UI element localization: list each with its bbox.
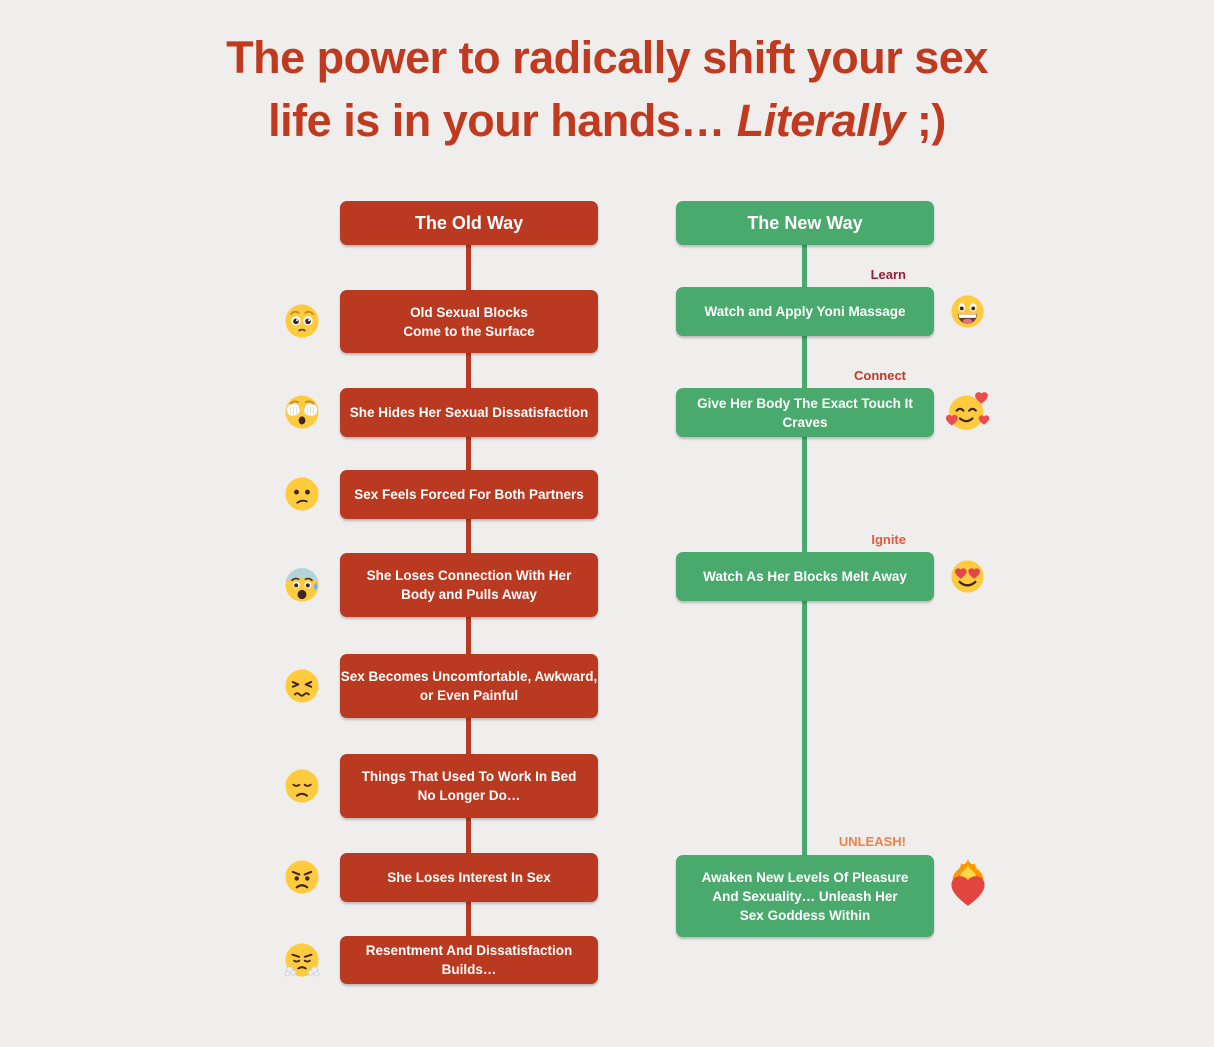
angry-face-emoji	[283, 858, 321, 896]
old-step-box-3: Sex Feels Forced For Both Partners	[340, 470, 598, 519]
steam-nose-face-emoji	[283, 941, 321, 979]
new-step-tag-learn: Learn	[870, 267, 906, 282]
old-step-box-4: She Loses Connection With Her Body and P…	[340, 553, 598, 617]
old-step-3-line1: Sex Feels Forced For Both Partners	[354, 487, 584, 502]
new-step-1-line1: Watch and Apply Yoni Massage	[704, 304, 906, 319]
page-title-italic-word: Literally	[736, 95, 906, 146]
old-step-box-6: Things That Used To Work In Bed No Longe…	[340, 754, 598, 818]
new-step-box-4: Awaken New Levels Of Pleasure And Sexual…	[676, 855, 934, 937]
new-step-tag-ignite: Ignite	[871, 532, 906, 547]
heart-on-fire-emoji	[945, 858, 991, 909]
old-step-5-line2: or Even Painful	[419, 688, 519, 703]
hands-over-eyes-face-emoji	[283, 393, 321, 431]
old-step-box-8: Resentment And Dissatisfaction Builds…	[340, 936, 598, 984]
new-step-4-line1: Awaken New Levels Of Pleasure	[701, 869, 909, 885]
old-step-1-line2: Come to the Surface	[403, 323, 535, 339]
page-title: The power to radically shift your sex li…	[0, 26, 1214, 152]
old-step-6-line2: No Longer Do…	[417, 788, 521, 803]
old-step-7-line1: She Loses Interest In Sex	[387, 870, 551, 885]
pleading-face-emoji	[283, 302, 321, 340]
old-step-box-1: Old Sexual Blocks Come to the Surface	[340, 290, 598, 353]
new-step-2-line1: Give Her Body The Exact Touch It Craves	[697, 395, 913, 430]
page-title-line1: The power to radically shift your sex	[226, 32, 988, 83]
old-step-box-2: She Hides Her Sexual Dissatisfaction	[340, 388, 598, 437]
old-step-box-7: She Loses Interest In Sex	[340, 853, 598, 902]
old-way-header: The Old Way	[340, 201, 598, 245]
new-step-box-1: Watch and Apply Yoni Massage	[676, 287, 934, 336]
old-step-4-line2: Body and Pulls Away	[401, 587, 537, 602]
new-step-4-line3: Sex Goddess Within	[739, 907, 871, 923]
confounded-face-emoji	[283, 667, 321, 705]
new-step-tag-unleash: UNLEASH!	[838, 834, 906, 849]
old-step-5-line1: Sex Becomes Uncomfortable, Awkward,	[340, 669, 598, 684]
new-step-box-2: Give Her Body The Exact Touch It Craves	[676, 388, 934, 437]
page-title-line2: life is in your hands… Literally ;)	[268, 95, 946, 146]
old-step-8-line1: Resentment And Dissatisfaction Builds…	[365, 943, 573, 977]
old-step-1-line1: Old Sexual Blocks	[410, 304, 528, 320]
new-way-header: The New Way	[676, 201, 934, 245]
smiling-face-with-hearts-emoji	[945, 389, 990, 434]
anxious-sweat-face-emoji	[283, 566, 321, 604]
old-step-box-5: Sex Becomes Uncomfortable, Awkward, or E…	[340, 654, 598, 718]
grinning-face-emoji	[949, 293, 986, 330]
new-step-3-line1: Watch As Her Blocks Melt Away	[703, 569, 907, 584]
old-step-2-line1: She Hides Her Sexual Dissatisfaction	[349, 405, 589, 420]
confused-face-emoji	[283, 475, 321, 513]
new-step-tag-connect: Connect	[854, 368, 906, 383]
old-step-4-line1: She Loses Connection With Her	[366, 568, 572, 583]
new-step-box-3: Watch As Her Blocks Melt Away	[676, 552, 934, 601]
old-step-6-line1: Things That Used To Work In Bed	[361, 769, 577, 784]
new-way-connector-line	[802, 244, 807, 857]
heart-eyes-face-emoji	[949, 558, 986, 595]
disappointed-face-emoji	[283, 767, 321, 805]
new-step-4-line2: And Sexuality… Unleash Her	[712, 888, 898, 904]
